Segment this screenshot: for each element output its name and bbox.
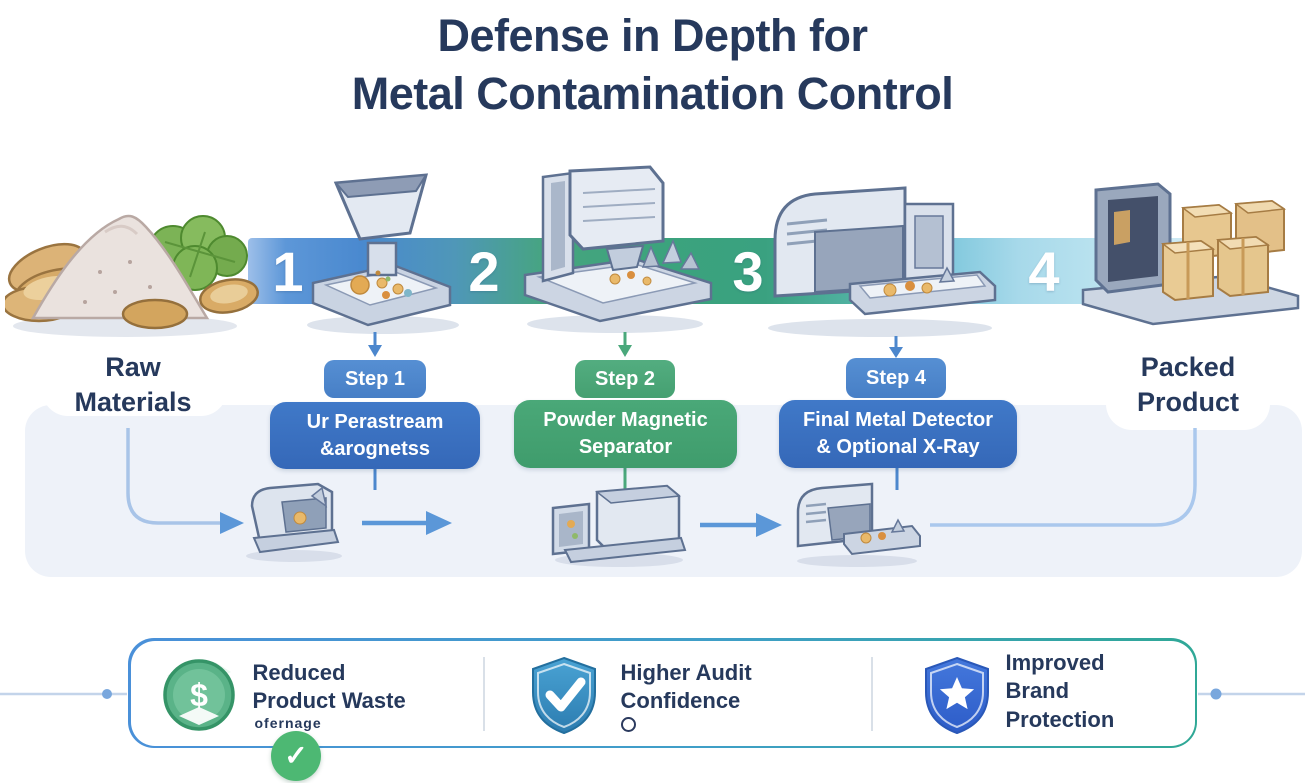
page-title-line1: Defense in Depth for <box>437 10 868 61</box>
flour-pile-icon <box>30 214 210 320</box>
money-circle-icon: $ <box>162 658 235 731</box>
benefits-divider-2 <box>870 656 873 731</box>
step1-label-line2: &arognetss <box>319 437 431 460</box>
raw-materials-label-line1: Raw <box>105 352 161 382</box>
benefit1-text: Reduced Product Waste <box>253 659 406 716</box>
benefits-divider-1 <box>482 656 485 731</box>
benefit1-line2: Product Waste <box>252 688 406 714</box>
benefit3-text: Improved Brand Protection <box>1006 649 1115 735</box>
step1-label-box: Ur Perastream &arognetss <box>270 402 480 469</box>
benefit2-ring-icon <box>620 716 636 732</box>
station-number-4: 4 <box>1028 240 1060 303</box>
station-number-3: 3 <box>732 240 764 303</box>
page-title-line2: Metal Contamination Control <box>351 68 954 119</box>
benefits-left-connector <box>0 689 127 699</box>
carton-boxes-icon <box>1160 199 1287 302</box>
benefit2-line1: Higher Audit <box>620 659 752 685</box>
panel-machine-1-illustration <box>246 482 342 562</box>
benefit3-line2: Brand <box>1005 678 1070 704</box>
benefits-right-connector <box>1198 688 1305 700</box>
metal-shards-icon <box>641 239 701 270</box>
check-shield-icon <box>531 656 596 734</box>
hopper-feeder-illustration <box>307 173 459 334</box>
potato-slices-icon <box>121 278 259 330</box>
benefit3-line1: Improved <box>1005 649 1105 675</box>
raw-materials-label: Raw Materials <box>38 350 228 420</box>
packed-product-label: Packed Product <box>1093 350 1283 420</box>
step1-badge: Step 1 <box>324 360 426 398</box>
benefit1-caption: ofernage <box>254 714 322 731</box>
check-badge-icon: ✓ <box>271 731 321 781</box>
step2-badge: Step 2 <box>575 360 675 398</box>
step4-label-box: Final Metal Detector & Optional X-Ray <box>779 400 1017 468</box>
panel-machine-2-illustration <box>551 484 687 567</box>
herb-leaves-icon <box>148 215 248 291</box>
step2-label-box: Powder Magnetic Separator <box>514 400 737 468</box>
benefit3-line3: Protection <box>1005 706 1115 732</box>
benefits-bar-inner: $ Reduced Product Waste ofernage Higher … <box>130 640 1195 746</box>
raw-materials-label-line2: Materials <box>74 387 192 418</box>
magnetic-separator-illustration <box>523 165 713 333</box>
packed-product-label-line2: Product <box>1136 387 1239 418</box>
step4-badge: Step 4 <box>846 358 946 398</box>
step2-label-line2: Separator <box>578 436 673 458</box>
dollar-glyph: $ <box>190 677 208 713</box>
benefit2-line2: Confidence <box>620 688 741 714</box>
packed-product-label-bubble <box>1106 338 1270 430</box>
packed-product-illustration <box>1081 182 1300 326</box>
star-shield-icon <box>924 656 989 734</box>
step1-label-line1: Ur Perastream <box>306 410 444 433</box>
metal-detector-illustration <box>768 186 997 337</box>
step4-label-line1: Final Metal Detector <box>802 409 994 431</box>
packed-product-label-line1: Packed <box>1140 352 1236 382</box>
raw-materials-label-bubble <box>42 338 227 416</box>
station-number-2: 2 <box>468 240 500 303</box>
step4-label-line2: & Optional X-Ray <box>816 436 980 458</box>
arrow-down-step2-icon <box>618 332 632 357</box>
benefit1-line1: Reduced <box>252 659 346 685</box>
benefits-bar: $ Reduced Product Waste ofernage Higher … <box>128 638 1197 748</box>
benefit2-text: Higher Audit Confidence <box>621 659 752 716</box>
arrow-down-step4-icon <box>889 336 903 358</box>
panel-machine-3-illustration <box>796 482 921 567</box>
step2-label-line1: Powder Magnetic <box>543 409 708 431</box>
station-number-1: 1 <box>272 240 304 303</box>
raw-materials-illustration <box>5 214 259 337</box>
